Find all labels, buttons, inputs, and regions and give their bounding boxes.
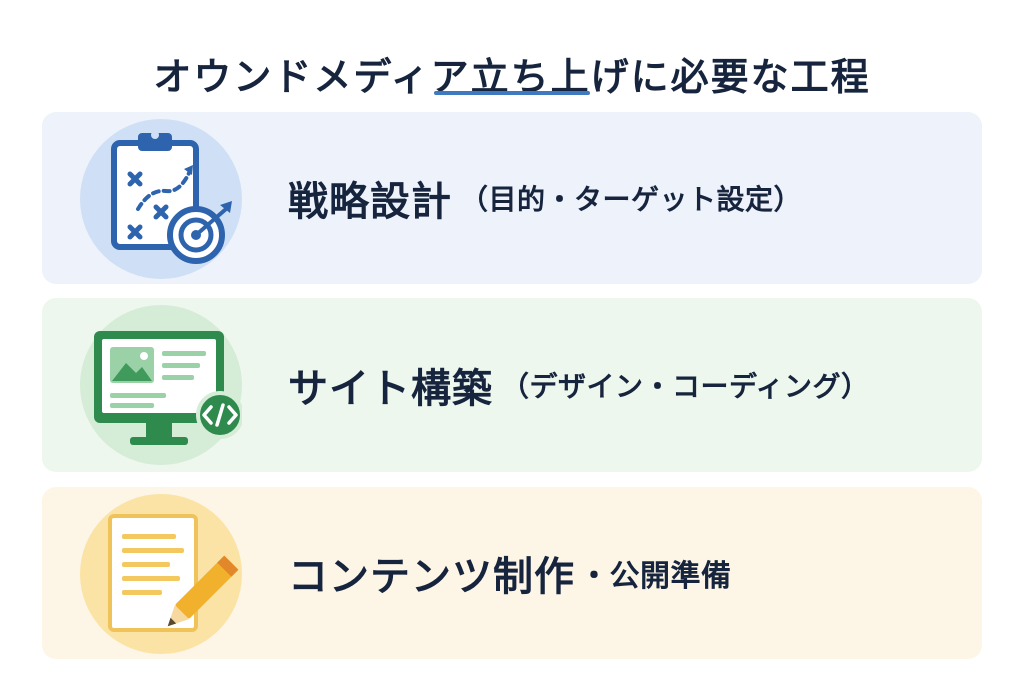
step-subtitle: ・公開準備 <box>579 559 732 594</box>
step-subtitle: （目的・ターゲット設定） <box>460 183 803 216</box>
step-subtitle: （デザイン・コーディング） <box>501 370 870 403</box>
document-pencil-icon <box>80 494 242 654</box>
monitor-code-icon <box>80 305 242 465</box>
step-label: コンテンツ制作 ・公開準備 <box>288 487 732 659</box>
step-title: サイト構築 <box>288 366 493 412</box>
page-title: オウンドメディア立ち上げに必要な工程 <box>153 55 871 100</box>
strategy-clipboard-target-icon <box>80 119 242 279</box>
step-title: 戦略設計 <box>288 179 452 225</box>
title-underline <box>434 91 590 95</box>
step-card-strategy: 戦略設計 （目的・ターゲット設定） <box>42 112 982 284</box>
step-title: コンテンツ制作 <box>288 554 575 600</box>
step-card-content: コンテンツ制作 ・公開準備 <box>42 487 982 659</box>
step-card-site-build: サイト構築 （デザイン・コーディング） <box>42 298 982 472</box>
step-label: 戦略設計 （目的・ターゲット設定） <box>288 112 802 284</box>
step-label: サイト構築 （デザイン・コーディング） <box>288 298 870 472</box>
